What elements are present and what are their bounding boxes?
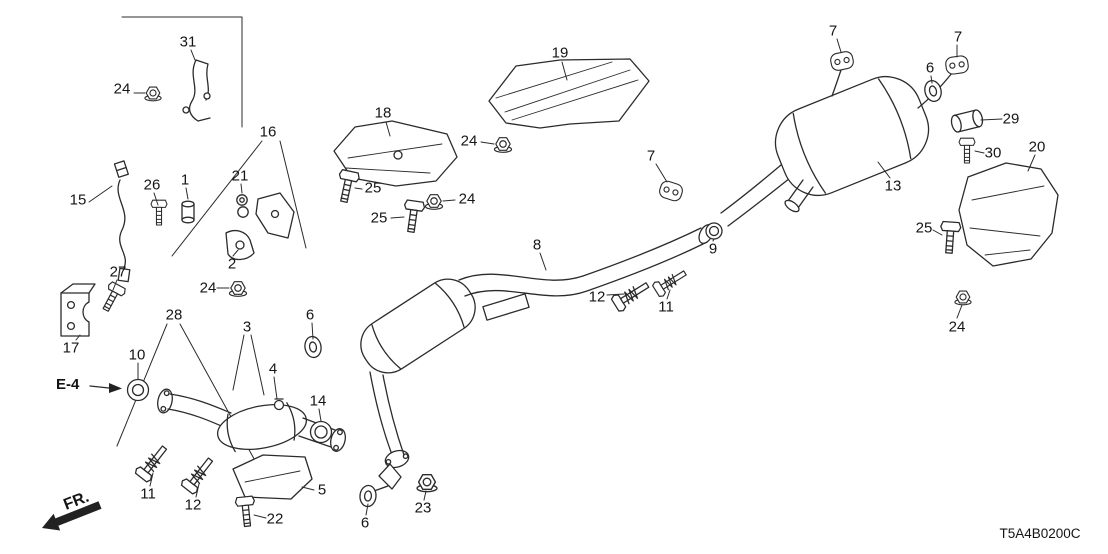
group-boundary-lines — [116, 16, 307, 467]
drawing-code: T5A4B0200C — [999, 526, 1080, 541]
leader-lines — [75, 38, 1036, 519]
bracket-31 — [182, 59, 211, 122]
fr-direction: FR. — [42, 489, 102, 531]
e4-reference: E-4 — [56, 376, 122, 393]
hanger-bracket-group-16 — [181, 192, 295, 261]
center-pipe-assembly — [360, 223, 714, 492]
center-muffler — [360, 278, 476, 374]
heat-shield-20 — [958, 162, 1059, 267]
front-pipe-assembly — [157, 388, 346, 453]
heat-shield-5 — [232, 454, 313, 500]
gasket-10 — [126, 378, 150, 402]
heat-shield-19 — [488, 58, 650, 129]
oxygen-sensor-15 — [113, 160, 131, 283]
fr-arrow-icon — [42, 501, 102, 531]
gasket-14 — [309, 420, 333, 444]
rear-muffler-assembly — [720, 69, 953, 227]
bracket-17 — [60, 283, 96, 337]
gasket-9 — [705, 222, 723, 240]
e4-label: E-4 — [56, 376, 80, 393]
pipe-stay-bracket — [373, 463, 402, 492]
sensor-boss-4 — [273, 398, 285, 411]
spacer-29 — [949, 108, 985, 134]
self-lock-nut-23 — [416, 473, 438, 493]
heat-shield-18 — [333, 120, 458, 187]
bolts — [97, 137, 976, 528]
